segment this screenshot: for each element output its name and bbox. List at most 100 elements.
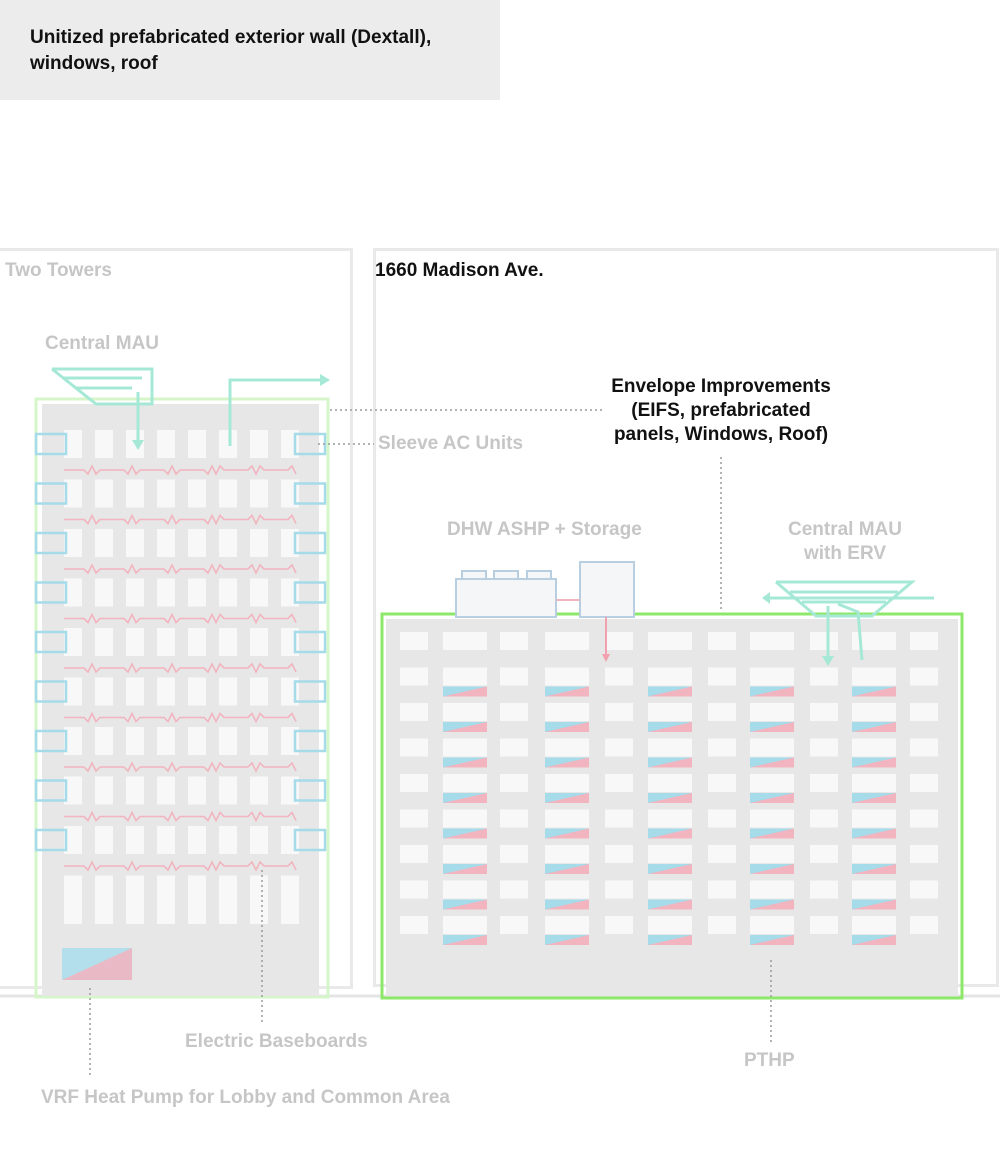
window (708, 880, 736, 899)
window (852, 880, 896, 899)
pthp-unit-heat (648, 686, 692, 697)
window (188, 776, 206, 805)
window (250, 826, 268, 854)
pthp-unit-heat (750, 757, 794, 768)
window (708, 916, 736, 934)
window (157, 826, 175, 854)
window (910, 738, 938, 757)
pthp-unit-heat (648, 757, 692, 768)
window (852, 809, 896, 828)
window (750, 667, 794, 686)
electric-baseboard (64, 810, 297, 823)
window (605, 632, 633, 650)
envelope-label-line3: panels, Windows, Roof) (613, 424, 829, 445)
window (708, 738, 736, 757)
window (810, 632, 838, 650)
left-central-mau (51, 367, 326, 446)
window (219, 677, 237, 706)
window (250, 430, 268, 458)
window (500, 916, 528, 934)
window (852, 845, 896, 863)
window (545, 632, 589, 650)
window (443, 667, 487, 686)
electric-baseboard (64, 464, 297, 476)
window (852, 916, 896, 934)
window (500, 632, 528, 650)
window (545, 845, 589, 863)
window (750, 774, 794, 792)
window (545, 809, 589, 828)
pthp-unit-heat (443, 828, 487, 839)
window (605, 880, 633, 899)
window (188, 479, 206, 508)
window (157, 878, 175, 924)
electric-baseboard (64, 761, 297, 773)
pthp-unit-heat (545, 686, 589, 697)
window (545, 703, 589, 721)
window (400, 809, 428, 828)
pthp-unit-heat (545, 899, 589, 910)
window (605, 738, 633, 757)
window (605, 809, 633, 828)
electric-baseboards-label: Electric Baseboards (185, 1031, 368, 1052)
window (95, 529, 113, 557)
window (708, 774, 736, 792)
sleeve-ac-label: Sleeve AC Units (378, 433, 524, 454)
window (126, 628, 144, 656)
window (443, 703, 487, 721)
left-building (34, 367, 330, 999)
window (219, 628, 237, 656)
right-mau-arrow-left (762, 592, 770, 604)
sleeve-ac-unit (34, 630, 68, 654)
sleeve-ac-unit (293, 779, 327, 802)
left-mau-arrow-right (320, 374, 330, 386)
window (648, 632, 692, 650)
right-central-mau-label-line1: Central MAU (787, 519, 902, 540)
pthp-unit-heat (443, 935, 487, 945)
window (443, 738, 487, 757)
window (443, 916, 487, 934)
window (64, 878, 82, 924)
window (157, 727, 175, 755)
window (605, 774, 633, 792)
window (545, 916, 589, 934)
electric-baseboard (64, 711, 297, 724)
window (157, 776, 175, 805)
right-envelope-outline (380, 612, 964, 1000)
pthp-unit-heat (648, 935, 692, 945)
window (810, 880, 838, 899)
pthp-unit-heat (648, 722, 692, 732)
window (126, 578, 144, 607)
left-building-wall (42, 404, 319, 996)
window (126, 479, 144, 508)
electric-baseboard (64, 513, 297, 526)
envelope-label-line1: Envelope Improvements (611, 376, 831, 397)
window (250, 776, 268, 805)
window (126, 826, 144, 854)
pthp-label: PTHP (744, 1050, 795, 1071)
window (95, 776, 113, 805)
window (648, 845, 692, 863)
window (443, 809, 487, 828)
window (648, 916, 692, 934)
window (157, 529, 175, 557)
sleeve-ac-unit (34, 432, 68, 456)
electric-baseboard (64, 563, 297, 575)
window (126, 727, 144, 755)
right-building-title: 1660 Madison Ave. (375, 260, 544, 281)
window (648, 880, 692, 899)
window (157, 628, 175, 656)
window (648, 667, 692, 686)
window (95, 479, 113, 508)
window (188, 529, 206, 557)
window (400, 703, 428, 721)
window (605, 667, 633, 686)
window (188, 727, 206, 755)
window (443, 845, 487, 863)
pthp-unit-heat (750, 828, 794, 839)
window (219, 727, 237, 755)
window (852, 738, 896, 757)
window (400, 845, 428, 863)
window (157, 677, 175, 706)
pthp-unit-heat (852, 757, 896, 768)
